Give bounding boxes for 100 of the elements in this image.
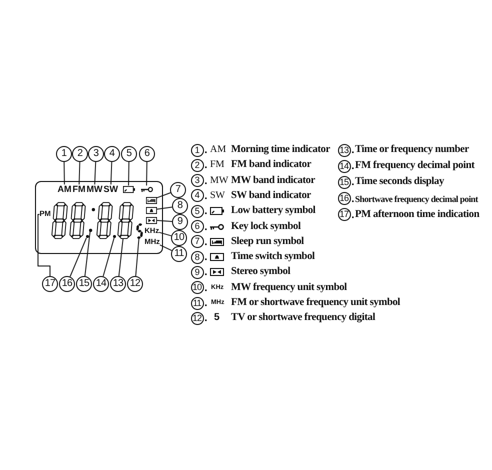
number-circle: 10: [190, 281, 204, 294]
bed-icon: [146, 196, 156, 204]
leader-line: [102, 238, 115, 277]
period-mark: .: [204, 159, 208, 172]
segment-digit: [68, 202, 86, 239]
callout-number: 17: [42, 276, 58, 292]
segment-digit: [135, 222, 144, 239]
period-mark: .: [204, 174, 208, 187]
description-text: Stereo symbol: [231, 266, 290, 278]
bowtie-icon: [146, 216, 156, 224]
leader-line: [156, 206, 173, 210]
leader-line: [135, 238, 140, 277]
band-abbreviation: AM: [210, 144, 226, 156]
number-circle: 7: [190, 235, 204, 248]
callout-number: 2: [72, 146, 88, 162]
period-mark: .: [352, 144, 354, 156]
period-mark: .: [204, 312, 208, 324]
number-circle: 2: [190, 158, 204, 172]
leader-line: [146, 162, 148, 186]
description-text: Low battery symbol: [231, 205, 316, 218]
key-icon: [140, 186, 152, 192]
period-mark: .: [204, 190, 208, 202]
callout-number: 4: [104, 146, 120, 162]
leader-line: [38, 214, 50, 276]
period-mark: .: [352, 160, 354, 172]
callout-number: 13: [110, 276, 126, 292]
number-circle: 11: [190, 296, 204, 310]
segment-digit: [96, 202, 113, 239]
number-circle: 15: [338, 176, 350, 189]
callout-number: 10: [171, 230, 187, 246]
description-text: MW band indicator: [231, 174, 315, 187]
description-text: SW band indicator: [231, 190, 311, 202]
decimal-point: [86, 235, 88, 238]
band-abbreviation: MW: [210, 174, 228, 187]
leader-line: [64, 162, 65, 185]
indicator-label: MW: [86, 184, 102, 194]
leader-line: [110, 162, 112, 185]
callout-number: 3: [88, 146, 104, 162]
number-circle: 5: [190, 204, 204, 218]
period-mark: .: [204, 144, 208, 156]
leader-line: [94, 162, 96, 185]
callout-number: 7: [170, 182, 186, 198]
callout-number: 6: [139, 146, 155, 162]
colon-dots: [88, 208, 94, 232]
period-mark: .: [352, 192, 354, 205]
callout-number: 14: [93, 276, 109, 292]
callout-number: 8: [172, 198, 188, 214]
callout-number: 9: [172, 214, 188, 230]
digit-glyph: 5: [214, 312, 220, 324]
number-circle: 17: [338, 208, 350, 222]
leader-line: [70, 238, 87, 278]
number-circle: 4: [190, 189, 204, 202]
period-mark: .: [352, 208, 354, 221]
description-text: MW frequency unit symbol: [231, 282, 347, 294]
callout-number: 11: [171, 246, 187, 262]
number-circle: 1: [190, 144, 204, 156]
period-mark: .: [204, 220, 208, 232]
leader-line: [84, 231, 91, 277]
callout-number: 1: [56, 146, 72, 162]
band-abbreviation: FM: [210, 159, 224, 172]
leader-line: [156, 220, 173, 222]
description-text: FM or shortwave frequency unit symbol: [231, 297, 400, 309]
callout-number: 15: [76, 276, 92, 292]
leader-line: [118, 238, 124, 277]
description-text: Shortwave frequency decimal point: [355, 192, 478, 205]
callout-number: 5: [121, 146, 137, 162]
leader-line: [128, 162, 130, 186]
description-text: Key lock symbol: [231, 220, 301, 232]
indicator-label: FM: [72, 184, 86, 194]
number-circle: 14: [338, 160, 350, 173]
bell-icon: [146, 206, 156, 214]
number-circle: 6: [190, 220, 204, 233]
leader-line: [159, 244, 172, 252]
band-abbreviation: SW: [210, 190, 225, 202]
leader-line: [78, 162, 80, 185]
period-mark: .: [204, 205, 208, 218]
description-text: Morning time indicator: [231, 144, 330, 156]
number-circle: 8: [190, 250, 204, 264]
description-text: PM afternoon time indication: [355, 208, 480, 221]
description-text: Time seconds display: [355, 176, 444, 188]
callout-number: 16: [59, 276, 75, 292]
decimal-point: [113, 235, 116, 238]
segment-digit: [116, 202, 134, 239]
lcd-screen: [35, 181, 163, 254]
period-mark: .: [204, 251, 208, 264]
leader-line: [156, 192, 171, 198]
number-circle: 13: [338, 144, 350, 156]
leader-line: [158, 232, 172, 236]
number-circle: 16: [338, 192, 350, 206]
number-circle: 12: [190, 312, 204, 325]
indicator-label: SW: [104, 184, 118, 194]
description-text: Time or frequency number: [355, 144, 469, 156]
number-circle: 9: [190, 266, 204, 279]
period-mark: .: [204, 236, 208, 248]
period-mark: .: [352, 176, 354, 188]
period-mark: .: [204, 266, 208, 278]
battery-icon: [122, 186, 134, 192]
description-text: FM band indicator: [231, 159, 312, 172]
callout-number: 12: [127, 276, 143, 292]
indicator-label: AM: [58, 184, 72, 194]
